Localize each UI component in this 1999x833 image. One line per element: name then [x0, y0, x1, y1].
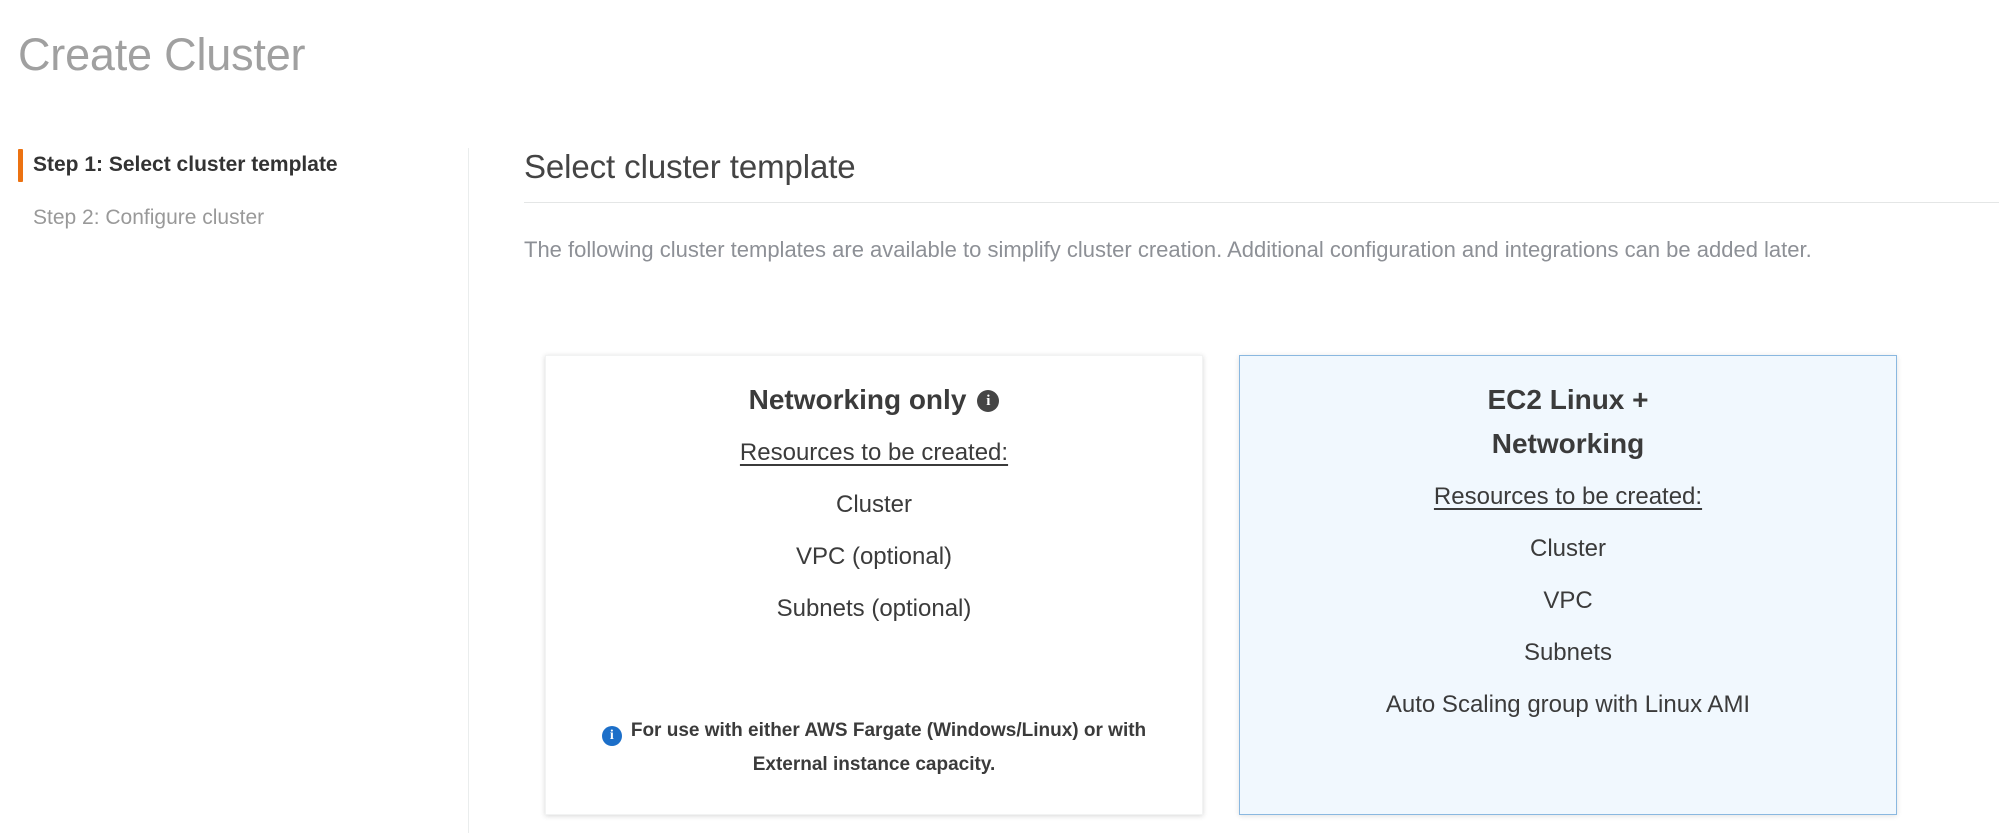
info-icon[interactable]: i — [977, 390, 1000, 412]
sidebar-step-1-label: Step 1: Select cluster template — [33, 153, 338, 176]
resource-item: Subnets — [1523, 639, 1613, 666]
card-title-text: EC2 Linux + Networking — [1487, 384, 1649, 459]
card-title-ec2-linux-networking: EC2 Linux + Networking — [1487, 378, 1648, 466]
card-note-text: For use with either AWS Fargate (Windows… — [630, 720, 1147, 775]
resource-item: Auto Scaling group with Linux AMI — [1385, 691, 1751, 718]
template-card-networking-only[interactable]: Networking only i Resources to be create… — [545, 355, 1203, 815]
sidebar-step-2[interactable]: Step 2: Configure cluster — [0, 205, 468, 231]
sidebar-step-1[interactable]: Step 1: Select cluster template — [0, 149, 468, 182]
card-title-networking-only: Networking only i — [749, 378, 1000, 422]
resource-item: Cluster — [1529, 535, 1607, 562]
resources-label: Resources to be created: — [1433, 483, 1703, 510]
resource-item: VPC (optional) — [795, 543, 953, 570]
active-step-marker — [18, 149, 23, 182]
sidebar-step-2-label: Step 2: Configure cluster — [33, 206, 265, 229]
resource-item: Subnets (optional) — [776, 595, 972, 622]
template-card-ec2-linux-networking[interactable]: EC2 Linux + Networking Resources to be c… — [1239, 355, 1897, 815]
info-icon-blue: i — [601, 726, 622, 746]
resource-item: Cluster — [835, 491, 913, 518]
section-divider — [524, 202, 1999, 203]
template-card-list: Networking only i Resources to be create… — [545, 355, 1897, 815]
page-title: Create Cluster — [18, 29, 306, 80]
section-description: The following cluster templates are avai… — [524, 237, 1812, 262]
main-content: Select cluster template The following cl… — [524, 146, 1999, 833]
card-note: i For use with either AWS Fargate (Window… — [572, 714, 1176, 782]
section-title: Select cluster template — [524, 148, 856, 185]
card-title-text: Networking only — [748, 384, 967, 415]
resources-label: Resources to be created: — [739, 439, 1009, 466]
step-sidebar: Step 1: Select cluster template Step 2: … — [0, 146, 468, 833]
resource-item: VPC — [1543, 587, 1593, 614]
sidebar-divider — [468, 148, 469, 833]
